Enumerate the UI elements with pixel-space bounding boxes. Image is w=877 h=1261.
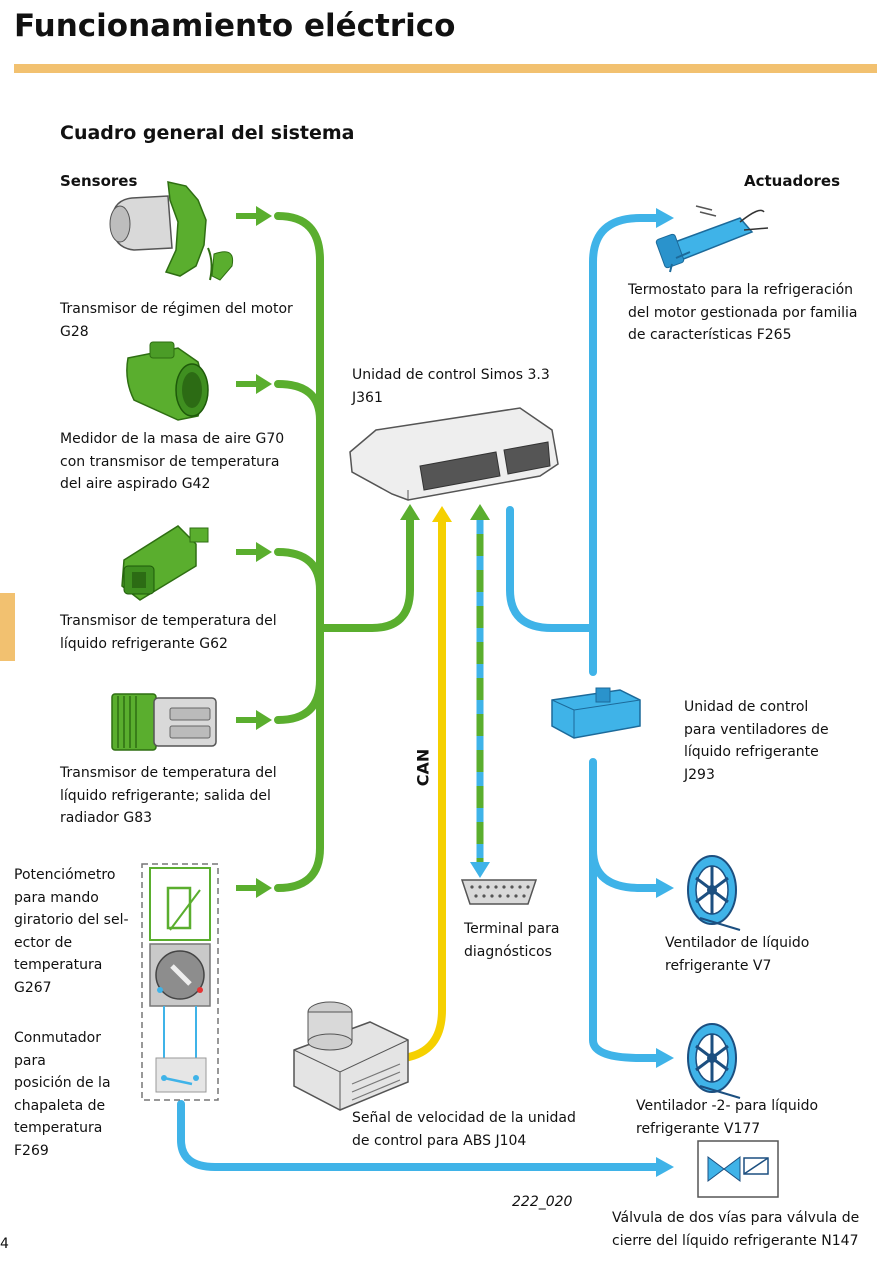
flap-switch-icon (155, 1006, 207, 1093)
abs-unit-icon (293, 1001, 409, 1111)
actuator-label-f265: Termostato para la refrigeración del mot… (628, 282, 858, 343)
sensor-lines (274, 212, 414, 892)
thermostat-icon (655, 205, 769, 273)
actuator-label-n147: Válvula de dos vías para válvula de cier… (612, 1210, 860, 1249)
ecu-icon (349, 407, 559, 501)
fan-control-unit-icon (551, 687, 641, 739)
diagnostic-connector-icon (460, 879, 538, 905)
abs-label: Señal de velocidad de la unidad de contr… (352, 1110, 576, 1149)
sensor-label-g28: Transmisor de régimen del motor G28 (60, 301, 293, 340)
page-title: Funcionamiento eléctrico (14, 8, 456, 44)
diag-arrow-up (470, 504, 490, 520)
can-label: CAN (413, 748, 433, 787)
potentiometer-icon (141, 863, 219, 1101)
sensor-label-f269: Conmutador para posición de la chapaleta… (14, 1030, 111, 1159)
actuator-arrows (656, 208, 674, 1177)
can-arrow (432, 506, 452, 522)
diagnostic-label: Terminal para diagnósticos (464, 921, 560, 960)
actuator-label-v177: Ventilador -2- para líquido refrigerante… (636, 1098, 819, 1137)
can-line (400, 518, 446, 1062)
actuator-lines (177, 214, 660, 1171)
engine-speed-sender-icon (109, 181, 234, 281)
figure-id: 222_020 (512, 1194, 573, 1210)
actuators-heading: Actuadores (744, 172, 841, 190)
fan-icon-v7 (687, 855, 741, 931)
fan-icon-v177 (687, 1023, 741, 1099)
title-rule (14, 64, 877, 73)
ecu-label: Unidad de control Simos 3.3 J361 (352, 367, 550, 406)
actuator-label-j293: Unidad de control para ventiladores de l… (684, 699, 829, 783)
radiator-outlet-sender-icon (111, 693, 217, 751)
coolant-temp-sender-icon (121, 525, 209, 601)
sensor-label-g83: Transmisor de temperatura del líquido re… (60, 765, 277, 826)
page-number: 4 (0, 1236, 9, 1252)
section-title: Cuadro general del sistema (60, 122, 355, 144)
side-tab (0, 593, 15, 661)
sensors-heading: Sensores (60, 172, 138, 190)
diag-arrow-down (470, 862, 490, 878)
sensor-label-g62: Transmisor de temperatura del líquido re… (60, 613, 277, 652)
sensor-label-g70: Medidor de la masa de aire G70 con trans… (60, 431, 285, 492)
sensor-arrows (236, 206, 420, 898)
two-way-valve-icon (697, 1140, 779, 1198)
air-mass-meter-icon (126, 341, 209, 421)
sensor-label-g267: Potenciómetro para mando giratorio del s… (14, 867, 129, 996)
actuator-label-v7: Ventilador de líquido refrigerante V7 (665, 935, 810, 974)
